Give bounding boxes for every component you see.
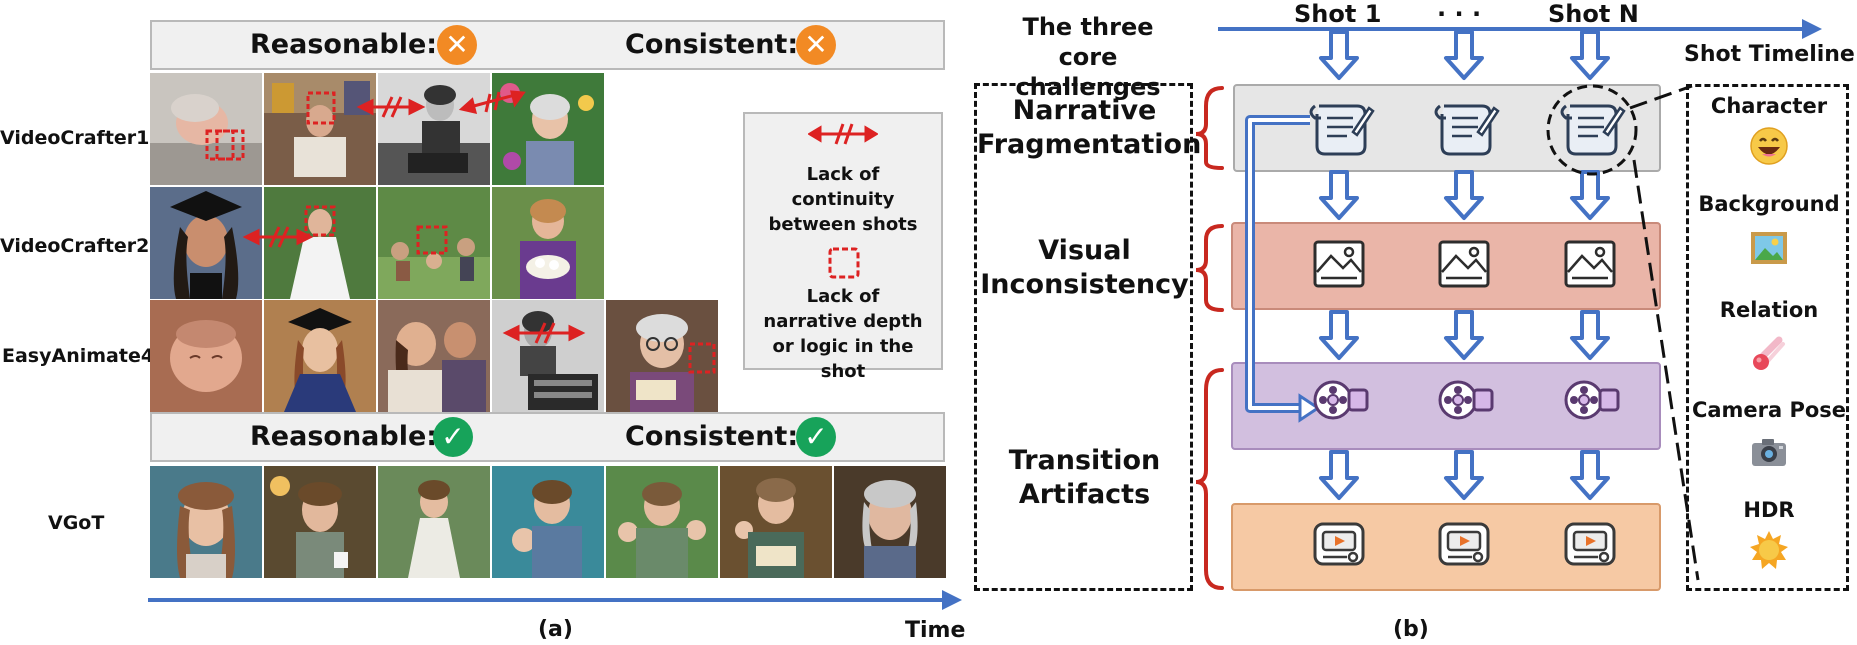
shot-n-label: Shot N xyxy=(1548,0,1639,28)
row-label-videocrafter2: VideoCrafter2 xyxy=(0,235,150,257)
row-label-videocrafter1: VideoCrafter1 xyxy=(0,127,150,149)
background-picture-icon xyxy=(1751,232,1787,264)
frame-ea4-1 xyxy=(150,300,262,412)
caption-a: (a) xyxy=(538,617,573,642)
side-label-background: Background xyxy=(1698,192,1840,216)
frame-vc2-2 xyxy=(264,187,376,299)
caption-b: (b) xyxy=(1393,617,1429,642)
relation-comet-icon xyxy=(1753,336,1785,370)
hdr-sun-icon xyxy=(1750,531,1788,569)
frame-vc2-4 xyxy=(492,187,604,299)
legend-continuity-text: Lack of continuity between shots xyxy=(768,164,918,235)
legend-depth-text: Lack of narrative depth or logic in the … xyxy=(763,286,923,382)
bottom-reasonable-label: Reasonable: xyxy=(250,421,438,452)
frame-vgot-3 xyxy=(378,466,490,578)
flow-diagram xyxy=(1245,30,1638,566)
side-label-character: Character xyxy=(1710,94,1828,118)
continuity-break-legend-icon xyxy=(808,123,878,145)
shot-details-dashed-box xyxy=(1686,84,1849,591)
top-consistent-label: Consistent: xyxy=(625,29,799,60)
character-emoji-icon xyxy=(1750,127,1788,165)
legend-box: Lack of continuity between shots Lack of… xyxy=(743,112,943,382)
frame-vgot-4 xyxy=(492,466,604,578)
camera-icon xyxy=(1752,439,1786,466)
side-label-relation: Relation xyxy=(1719,298,1819,322)
shot-timeline-arrow xyxy=(1218,19,1822,39)
frame-vc2-3 xyxy=(378,187,490,299)
top-reasonable-label: Reasonable: xyxy=(250,29,438,60)
narrative-depth-legend-icon xyxy=(828,247,860,279)
frame-vgot-5 xyxy=(606,466,718,578)
top-reasonable-cross-icon: ✕ xyxy=(437,25,477,65)
frame-vgot-6 xyxy=(720,466,832,578)
frame-vc1-4 xyxy=(492,73,604,185)
frame-vgot-2 xyxy=(264,466,376,578)
challenge-transition-artifacts: Transition Artifacts xyxy=(1008,445,1161,510)
frame-vc1-1 xyxy=(150,73,262,185)
shot-timeline-label: Shot Timeline xyxy=(1684,42,1855,67)
challenge-brackets xyxy=(1195,86,1224,590)
frame-vgot-1 xyxy=(150,466,262,578)
row-label-vgot: VGoT xyxy=(48,512,105,534)
time-axis-label: Time xyxy=(905,618,966,643)
row-label-easyanimate4: EasyAnimate4 xyxy=(2,345,155,367)
time-axis-arrow xyxy=(148,590,962,610)
side-label-hdr: HDR xyxy=(1743,498,1795,522)
challenge-visual-inconsistency: Visual Inconsistency xyxy=(980,235,1189,300)
frame-ea4-5 xyxy=(606,300,718,412)
frame-vc1-2 xyxy=(264,73,376,185)
frame-ea4-2 xyxy=(264,300,376,412)
shot-ellipsis-label: · · · xyxy=(1437,0,1482,28)
bottom-reasonable-check-icon: ✓ xyxy=(433,417,473,457)
challenge-narrative-fragmentation: Narrative Fragmentation xyxy=(977,95,1202,160)
frame-vc2-1 xyxy=(150,187,262,299)
shot-1-label: Shot 1 xyxy=(1294,0,1382,28)
challenges-dashed-box xyxy=(974,83,1193,591)
frame-ea4-4 xyxy=(492,300,604,412)
frame-vgot-7 xyxy=(834,466,946,578)
bottom-consistent-check-icon: ✓ xyxy=(796,417,836,457)
frame-ea4-3 xyxy=(378,300,490,412)
frame-vc1-3 xyxy=(378,73,490,185)
bottom-consistent-label: Consistent: xyxy=(625,421,799,452)
continuity-break-arrows xyxy=(215,90,586,344)
top-consistent-cross-icon: ✕ xyxy=(796,25,836,65)
core-challenges-header: The three core challenges xyxy=(1015,13,1161,101)
side-label-camera-pose: Camera Pose xyxy=(1691,398,1847,422)
